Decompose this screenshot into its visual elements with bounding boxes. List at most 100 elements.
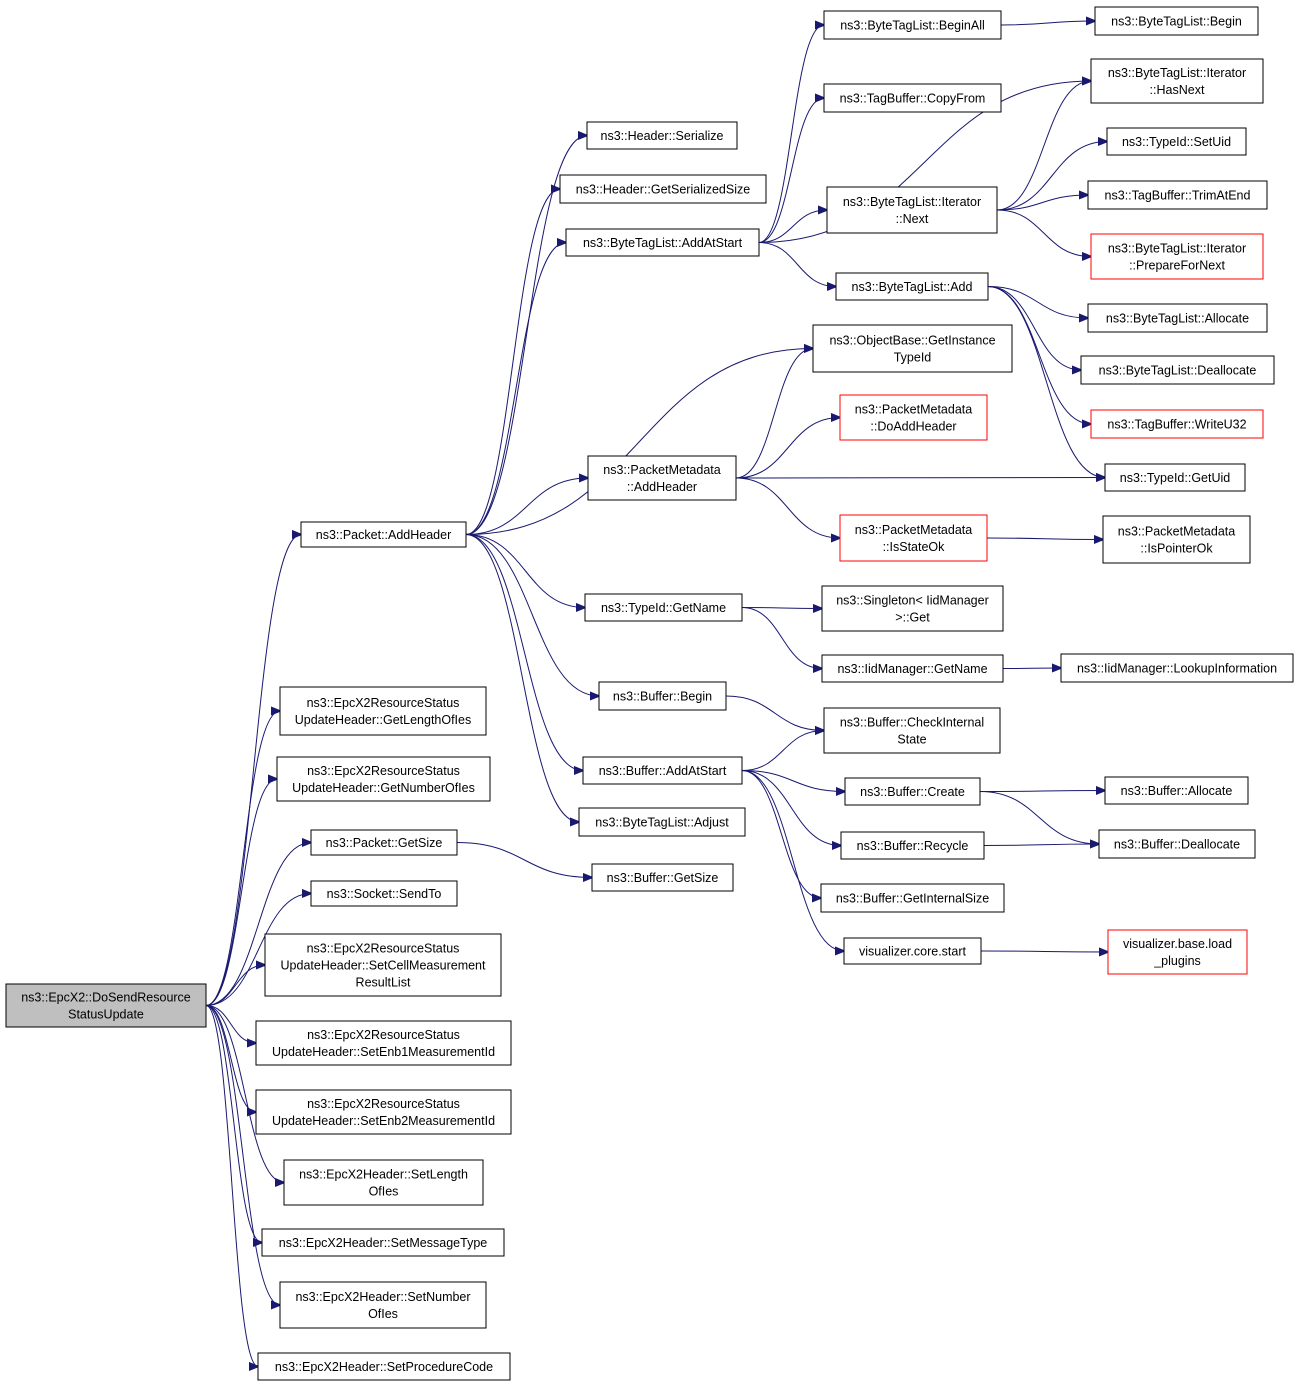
call-arrow [205, 1005, 262, 1243]
node-label-line: ::PrepareForNext [1129, 259, 1225, 273]
graph-node-buf-getint[interactable]: ns3::Buffer::GetInternalSize [820, 883, 1005, 913]
graph-node-pkt-getsize[interactable]: ns3::Packet::GetSize [310, 829, 458, 856]
node-box [1102, 515, 1251, 564]
node-label-line: ns3::EpcX2ResourceStatus [307, 1028, 460, 1042]
node-box [1090, 233, 1264, 280]
graph-node-pkt-addheader[interactable]: ns3::Packet::AddHeader [300, 521, 467, 548]
node-label-line: ns3::Socket::SendTo [327, 887, 442, 901]
call-arrow [741, 770, 841, 846]
call-edge-buf_recycle-to-buf_dealloc [983, 844, 1099, 846]
graph-node-tid-getuid[interactable]: ns3::TypeId::GetUid [1104, 463, 1246, 492]
node-box [839, 394, 988, 441]
graph-node-singleton-get[interactable]: ns3::Singleton< IidManager>::Get [821, 585, 1004, 632]
graph-node-buf-getsize[interactable]: ns3::Buffer::GetSize [591, 863, 734, 892]
node-label-line: ::Next [896, 212, 929, 226]
node-label-line: ns3::ByteTagList::Iterator [843, 195, 981, 209]
graph-node-buf-dealloc[interactable]: ns3::Buffer::Deallocate [1098, 829, 1256, 859]
graph-node-tid-setuid[interactable]: ns3::TypeId::SetUid [1106, 127, 1247, 156]
graph-node-btl-it-hasnext[interactable]: ns3::ByteTagList::Iterator::HasNext [1090, 58, 1264, 104]
node-label-line: UpdateHeader::SetEnb2MeasurementId [272, 1114, 495, 1128]
graph-node-pm-isstate[interactable]: ns3::PacketMetadata::IsStateOk [839, 514, 988, 562]
graph-node-setenb2[interactable]: ns3::EpcX2ResourceStatusUpdateHeader::Se… [255, 1089, 512, 1135]
graph-node-setmsg[interactable]: ns3::EpcX2Header::SetMessageType [261, 1228, 505, 1257]
call-edge-btl_it_next-to-tid_setuid [996, 142, 1107, 211]
graph-node-btl-adjust[interactable]: ns3::ByteTagList::Adjust [578, 807, 746, 837]
graph-node-btl-it-prep[interactable]: ns3::ByteTagList::Iterator::PrepareForNe… [1090, 233, 1264, 280]
node-box [835, 272, 989, 301]
node-box [821, 654, 1004, 683]
graph-node-pm-doadd[interactable]: ns3::PacketMetadata::DoAddHeader [839, 394, 988, 441]
call-arrow [735, 478, 1105, 479]
node-label-line: ns3::EpcX2Header::SetLength [299, 1168, 468, 1182]
graph-node-tb-copyfrom[interactable]: ns3::TagBuffer::CopyFrom [823, 83, 1002, 113]
node-box [5, 983, 207, 1028]
call-edge-viz_start-to-viz_load [980, 951, 1108, 952]
node-box [823, 83, 1002, 113]
graph-node-buf-recycle[interactable]: ns3::Buffer::Recycle [840, 831, 985, 860]
node-box [823, 707, 1001, 754]
graph-node-btl-beginall[interactable]: ns3::ByteTagList::BeginAll [823, 10, 1002, 40]
graph-node-btl-add[interactable]: ns3::ByteTagList::Add [835, 272, 989, 301]
call-edge-root-to-pkt_getsize [205, 843, 311, 1006]
call-edge-btl_addatstart-to-btl_add [758, 242, 836, 287]
graph-node-btl-begin[interactable]: ns3::ByteTagList::Begin [1094, 6, 1259, 36]
call-edge-root-to-setcell [205, 965, 265, 1006]
graph-node-buf-alloc[interactable]: ns3::Buffer::Allocate [1104, 776, 1249, 805]
node-box [559, 174, 767, 204]
graph-node-buf-addatstart[interactable]: ns3::Buffer::AddAtStart [582, 756, 743, 785]
call-arrow [205, 965, 265, 1006]
graph-node-iid-lookup[interactable]: ns3::IidManager::LookupInformation [1060, 653, 1294, 683]
node-label-line: UpdateHeader::GetLengthOfIes [295, 713, 472, 727]
graph-node-btl-addatstart[interactable]: ns3::ByteTagList::AddAtStart [565, 228, 760, 257]
graph-node-iid-getname[interactable]: ns3::IidManager::GetName [821, 654, 1004, 683]
node-box [255, 1089, 512, 1135]
graph-node-btl-it-next[interactable]: ns3::ByteTagList::Iterator::Next [826, 186, 998, 234]
call-arrow [465, 534, 599, 697]
node-box [300, 521, 467, 548]
graph-node-setproc[interactable]: ns3::EpcX2Header::SetProcedureCode [257, 1352, 511, 1381]
call-arrow [987, 286, 1105, 478]
graph-node-tb-trim[interactable]: ns3::TagBuffer::TrimAtEnd [1087, 180, 1268, 210]
graph-node-btl-alloc[interactable]: ns3::ByteTagList::Allocate [1087, 303, 1268, 333]
graph-node-buf-begin[interactable]: ns3::Buffer::Begin [598, 681, 727, 711]
call-arrow [205, 1005, 280, 1306]
graph-node-gli[interactable]: ns3::EpcX2ResourceStatusUpdateHeader::Ge… [279, 686, 487, 736]
node-label-line: OfIes [368, 1307, 398, 1321]
call-edge-btl_add-to-tid_getuid [987, 286, 1105, 478]
call-arrow [205, 779, 277, 1006]
graph-node-tb-write[interactable]: ns3::TagBuffer::WriteU32 [1090, 409, 1264, 439]
graph-node-viz-load[interactable]: visualizer.base.load_plugins [1107, 929, 1248, 975]
call-edge-btl_it_next-to-btl_it_hasnext [996, 81, 1091, 211]
call-arrow [741, 770, 844, 952]
graph-node-hdr-gss[interactable]: ns3::Header::GetSerializedSize [559, 174, 767, 204]
call-arrow [735, 418, 840, 479]
graph-node-sendto[interactable]: ns3::Socket::SendTo [310, 880, 458, 907]
node-label-line: ns3::Buffer::Create [860, 785, 965, 799]
graph-node-setcell[interactable]: ns3::EpcX2ResourceStatusUpdateHeader::Se… [264, 933, 502, 997]
graph-node-btl-dealloc[interactable]: ns3::ByteTagList::Deallocate [1080, 355, 1275, 385]
node-box [1090, 58, 1264, 104]
graph-node-gni[interactable]: ns3::EpcX2ResourceStatusUpdateHeader::Ge… [276, 756, 491, 802]
node-label-line: OfIes [369, 1185, 399, 1199]
call-arrow [741, 608, 822, 609]
graph-node-tid-getname[interactable]: ns3::TypeId::GetName [584, 593, 743, 622]
node-box [310, 880, 458, 907]
call-edge-pkt_addheader-to-buf_begin [465, 534, 599, 697]
graph-node-hdr-ser[interactable]: ns3::Header::Serialize [586, 121, 738, 150]
graph-node-setenb1[interactable]: ns3::EpcX2ResourceStatusUpdateHeader::Se… [255, 1020, 512, 1066]
node-label-line: ns3::Buffer::GetInternalSize [836, 892, 989, 906]
call-arrow [465, 189, 560, 535]
graph-node-viz-start[interactable]: visualizer.core.start [843, 937, 982, 965]
graph-node-buf-create[interactable]: ns3::Buffer::Create [844, 777, 981, 806]
graph-node-pm-isptr[interactable]: ns3::PacketMetadata::IsPointerOk [1102, 515, 1251, 564]
node-label-line: ns3::Buffer::Begin [613, 690, 712, 704]
node-box [1104, 463, 1246, 492]
call-arrow [741, 770, 821, 899]
graph-node-pm-addheader[interactable]: ns3::PacketMetadata::AddHeader [587, 455, 737, 501]
node-box [1107, 929, 1248, 975]
